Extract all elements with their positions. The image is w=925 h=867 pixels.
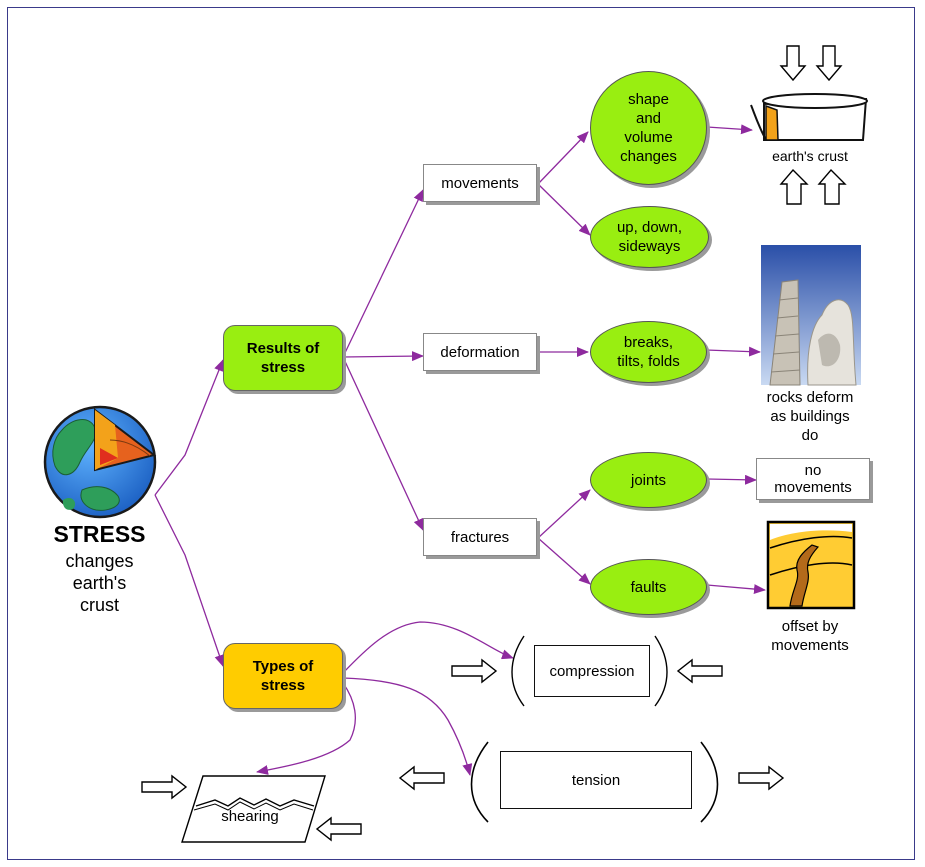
rocks-deform-caption: rocks deform as buildings do [766, 389, 854, 444]
tension-brackets [470, 741, 719, 823]
fractures-node: fractures [423, 518, 537, 556]
faults-node: faults [590, 559, 707, 615]
earths-crust-caption: earth's crust [772, 148, 848, 164]
compression-arrows [779, 45, 847, 205]
offset-caption: offset by movements [771, 618, 849, 654]
tension-side-arrows [398, 765, 785, 791]
shape-volume-node: shape and volume changes [590, 71, 707, 185]
results-of-stress-node: Results of stress [223, 325, 343, 391]
compression-node: compression [534, 645, 650, 697]
stress-title: STRESS [53, 521, 146, 547]
diagram-frame [7, 7, 915, 860]
shearing-block [181, 775, 326, 843]
globe-icon [43, 405, 157, 519]
up-down-node: up, down, sideways [590, 206, 709, 268]
compression-side-arrows [451, 658, 723, 684]
connector-links [154, 124, 766, 776]
shearing-arrows [141, 774, 362, 842]
leaning-tower-photo [761, 245, 861, 386]
tension-node: tension [500, 751, 692, 809]
types-of-stress-node: Types of stress [223, 643, 343, 709]
deformation-node: deformation [423, 333, 537, 371]
crust-slab-icon [750, 93, 868, 141]
breaks-node: breaks, tilts, folds [590, 321, 707, 383]
joints-node: joints [590, 452, 707, 508]
movements-node: movements [423, 164, 537, 202]
no-movements-node: no movements [756, 458, 870, 500]
stress-subtitle: changes earth's crust [65, 551, 134, 615]
shearing-label: shearing [221, 808, 279, 825]
fault-landscape-icon [766, 520, 856, 610]
compression-brackets [511, 635, 668, 707]
